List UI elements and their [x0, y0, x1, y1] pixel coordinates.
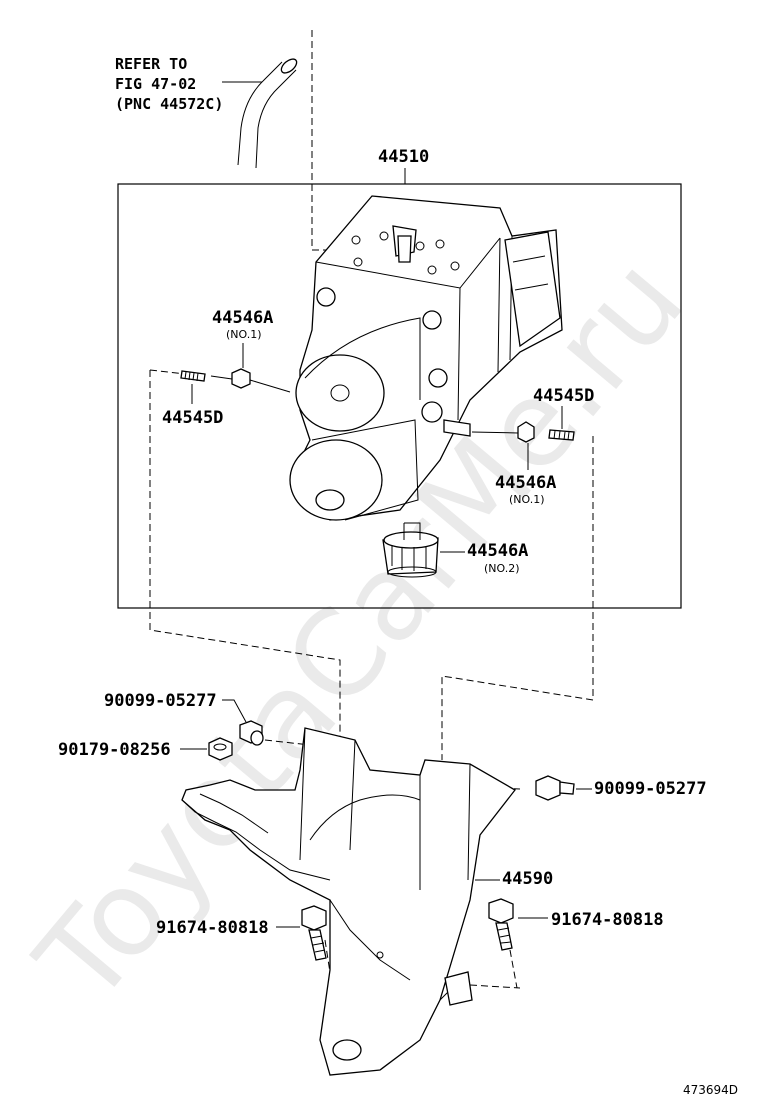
grommet-no2	[382, 522, 439, 578]
bolt-lower-left	[301, 905, 327, 961]
callout-90179-08256: 90179-08256	[58, 740, 171, 760]
callout-91674-80818-right: 91674-80818	[551, 910, 664, 930]
page-number: 473694D	[683, 1083, 738, 1097]
callout-44546a-bottom-sub: (NO.2)	[484, 562, 520, 575]
callout-44545d-right: 44545D	[533, 386, 594, 406]
bolt-lower-right	[488, 898, 514, 951]
nut-left	[210, 368, 291, 393]
stud-left	[180, 370, 206, 382]
callout-44510: 44510	[378, 147, 429, 167]
brake-pipe	[237, 58, 298, 169]
callout-44590: 44590	[502, 869, 553, 889]
reference-note-line-1: REFER TO	[115, 55, 187, 73]
callout-90099-05277-top: 90099-05277	[104, 691, 217, 711]
reference-note-line-2: FIG 47-02	[115, 75, 196, 93]
bracket	[181, 727, 516, 1076]
callout-91674-80818-left: 91674-80818	[156, 918, 269, 938]
callout-44545d-left: 44545D	[162, 408, 223, 428]
reference-note: REFER TO FIG 47-02 (PNC 44572C)	[115, 55, 262, 113]
stud-right	[548, 429, 575, 441]
callout-44546a-right: 44546A	[495, 473, 556, 493]
callout-90099-05277-right: 90099-05277	[594, 779, 707, 799]
abs-actuator	[289, 195, 563, 521]
callout-44546a-bottom: 44546A	[467, 541, 528, 561]
bolt-top-left	[239, 720, 264, 746]
reference-note-line-3: (PNC 44572C)	[115, 95, 223, 113]
callout-44546a-left-sub: (NO.1)	[226, 328, 262, 341]
callout-44546a-right-sub: (NO.1)	[509, 493, 545, 506]
nut-right	[471, 421, 535, 443]
bolt-right	[535, 775, 575, 801]
assembly-boundary-box	[117, 183, 682, 609]
bolt-left	[208, 737, 233, 761]
callout-44546a-left: 44546A	[212, 308, 273, 328]
